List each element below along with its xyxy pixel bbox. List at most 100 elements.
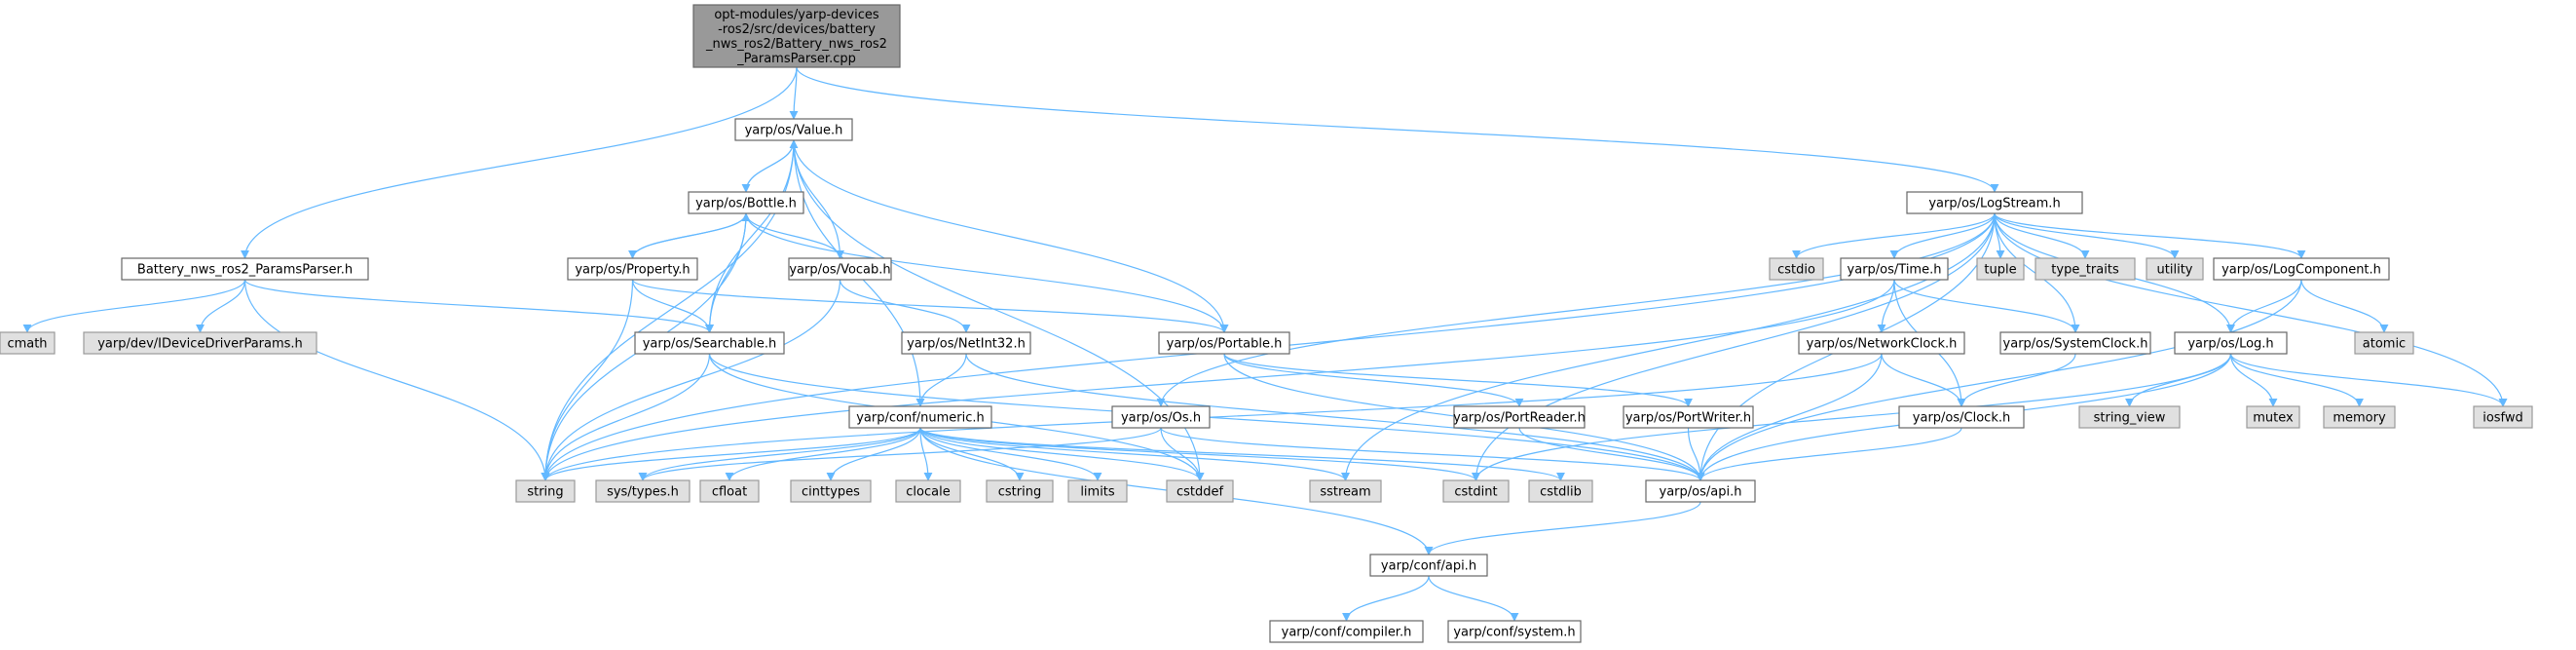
node-logcomponent[interactable]: yarp/os/LogComponent.h [2213,257,2390,281]
edge-bottle-to-value [745,139,799,193]
node-vocab[interactable]: yarp/os/Vocab.h [788,257,892,281]
node-label: utility [2157,263,2193,278]
node-label: limits [1080,485,1115,500]
edge-root-to-battery_parser [241,66,798,259]
edge-root-to-logstream [796,66,1999,193]
node-box [688,191,804,214]
node-box [634,331,785,355]
node-portable[interactable]: yarp/os/Portable.h [1158,331,1290,355]
node-label: yarp/os/NetworkClock.h [1807,337,1958,352]
node-cstdio: cstdio [1769,257,1824,281]
node-value[interactable]: yarp/os/Value.h [734,118,853,141]
node-box [1798,331,1965,355]
node-box [2035,257,2136,281]
node-box [734,118,853,141]
node-bottle[interactable]: yarp/os/Bottle.h [688,191,804,214]
node-label: clocale [906,485,950,500]
node-label: cstdio [1777,263,1815,278]
edge-logstream-to-cstdio [1792,212,1996,259]
node-box [2213,257,2390,281]
node-box [1067,479,1128,503]
node-label: string_view [2094,411,2166,426]
node-box [515,479,576,503]
node-box [2354,331,2414,355]
node-label: yarp/os/Time.h [1848,263,1942,278]
node-networkclock[interactable]: yarp/os/NetworkClock.h [1798,331,1965,355]
edge-battery_parser-to-searchable [243,279,714,333]
edge-portable-to-portreader [1223,353,1524,407]
node-systypes: sys/types.h [595,479,691,503]
edge-logstream-to-sstream [1341,212,1996,481]
edge-property-to-string [541,279,634,481]
node-label: type_traits [2051,263,2119,278]
edge-numeric-to-cstring [919,427,1025,481]
edge-numeric-to-cstdlib [919,427,1565,481]
node-cstdlib: cstdlib [1528,479,1593,503]
node-systemclock[interactable]: yarp/os/SystemClock.h [1999,331,2151,355]
node-numeric[interactable]: yarp/conf/numeric.h [848,405,992,429]
node-label: yarp/os/Vocab.h [789,263,890,278]
node-label: cinttypes [802,485,860,500]
node-label: yarp/os/LogStream.h [1928,197,2060,211]
node-clock[interactable]: yarp/os/Clock.h [1898,405,2025,429]
edge-property-to-bottle [631,212,751,259]
edge-networkclock-to-string [541,353,1883,481]
node-box [83,331,317,355]
edge-vocab-to-string [541,279,841,481]
node-box [1840,257,1949,281]
node-label: tuple [1984,263,2016,278]
node-idevicedriverparams: yarp/dev/IDeviceDriverParams.h [83,331,317,355]
edge-battery_parser-to-cmath [22,279,246,333]
node-portreader[interactable]: yarp/os/PortReader.h [1453,405,1586,429]
edge-os-to-os_api [1160,427,1705,481]
edge-numeric-to-clocale [919,427,933,481]
edge-numeric-to-cinttypes [826,427,921,481]
edge-logstream-to-cstdint [1472,212,1996,481]
edge-portreader-to-os_api [1518,427,1705,481]
node-root[interactable]: opt-modules/yarp-devices-ros2/src/device… [692,4,901,68]
node-label: _nws_ros2/Battery_nws_ros2 [705,37,887,52]
edge-time-to-networkclock [1877,279,1895,333]
edge-os_api-to-conf_api [1424,501,1701,555]
node-label: yarp/os/NetInt32.h [907,337,1026,352]
node-property[interactable]: yarp/os/Property.h [567,257,698,281]
node-label: yarp/os/Value.h [745,124,843,138]
node-label: _ParamsParser.cpp [736,52,856,66]
edge-numeric-to-cfloat [725,427,921,481]
node-box [1898,405,2025,429]
node-label: yarp/conf/compiler.h [1282,626,1412,640]
node-os-api[interactable]: yarp/os/api.h [1645,479,1756,503]
node-label: yarp/os/SystemClock.h [2003,337,2148,352]
node-conf-api[interactable]: yarp/conf/api.h [1369,554,1488,577]
node-os[interactable]: yarp/os/Os.h [1111,405,1211,429]
node-system[interactable]: yarp/conf/system.h [1447,620,1582,643]
node-label: yarp/dev/IDeviceDriverParams.h [97,337,303,352]
node-cstring: cstring [986,479,1054,503]
edge-netint32-to-numeric [915,353,967,407]
edge-log-to-mutex [2229,353,2278,407]
node-box [1158,331,1290,355]
node-portwriter[interactable]: yarp/os/PortWriter.h [1623,405,1754,429]
node-box [567,257,698,281]
edge-value-to-cstddef [793,139,1205,481]
node-logstream[interactable]: yarp/os/LogStream.h [1906,191,2083,214]
node-compiler[interactable]: yarp/conf/compiler.h [1269,620,1424,643]
edge-logstream-to-os [1156,212,1996,407]
edge-value-to-string [541,139,795,481]
node-cfloat: cfloat [699,479,760,503]
edge-conf_api-to-system [1428,575,1519,622]
node-battery-parser[interactable]: Battery_nws_ros2_ParamsParser.h [121,257,369,281]
node-netint32[interactable]: yarp/os/NetInt32.h [901,331,1031,355]
node-time[interactable]: yarp/os/Time.h [1840,257,1949,281]
node-box [901,331,1031,355]
edge-log-to-string_view [2125,353,2232,407]
node-log[interactable]: yarp/os/Log.h [2174,331,2288,355]
node-searchable[interactable]: yarp/os/Searchable.h [634,331,785,355]
node-label: iosfwd [2483,411,2523,426]
edge-logcomponent-to-atomic [2300,279,2389,333]
edge-property-to-searchable [631,279,714,333]
edge-portable-to-portwriter [1223,353,1693,407]
node-memory: memory [2323,405,2396,429]
node-box [1999,331,2151,355]
